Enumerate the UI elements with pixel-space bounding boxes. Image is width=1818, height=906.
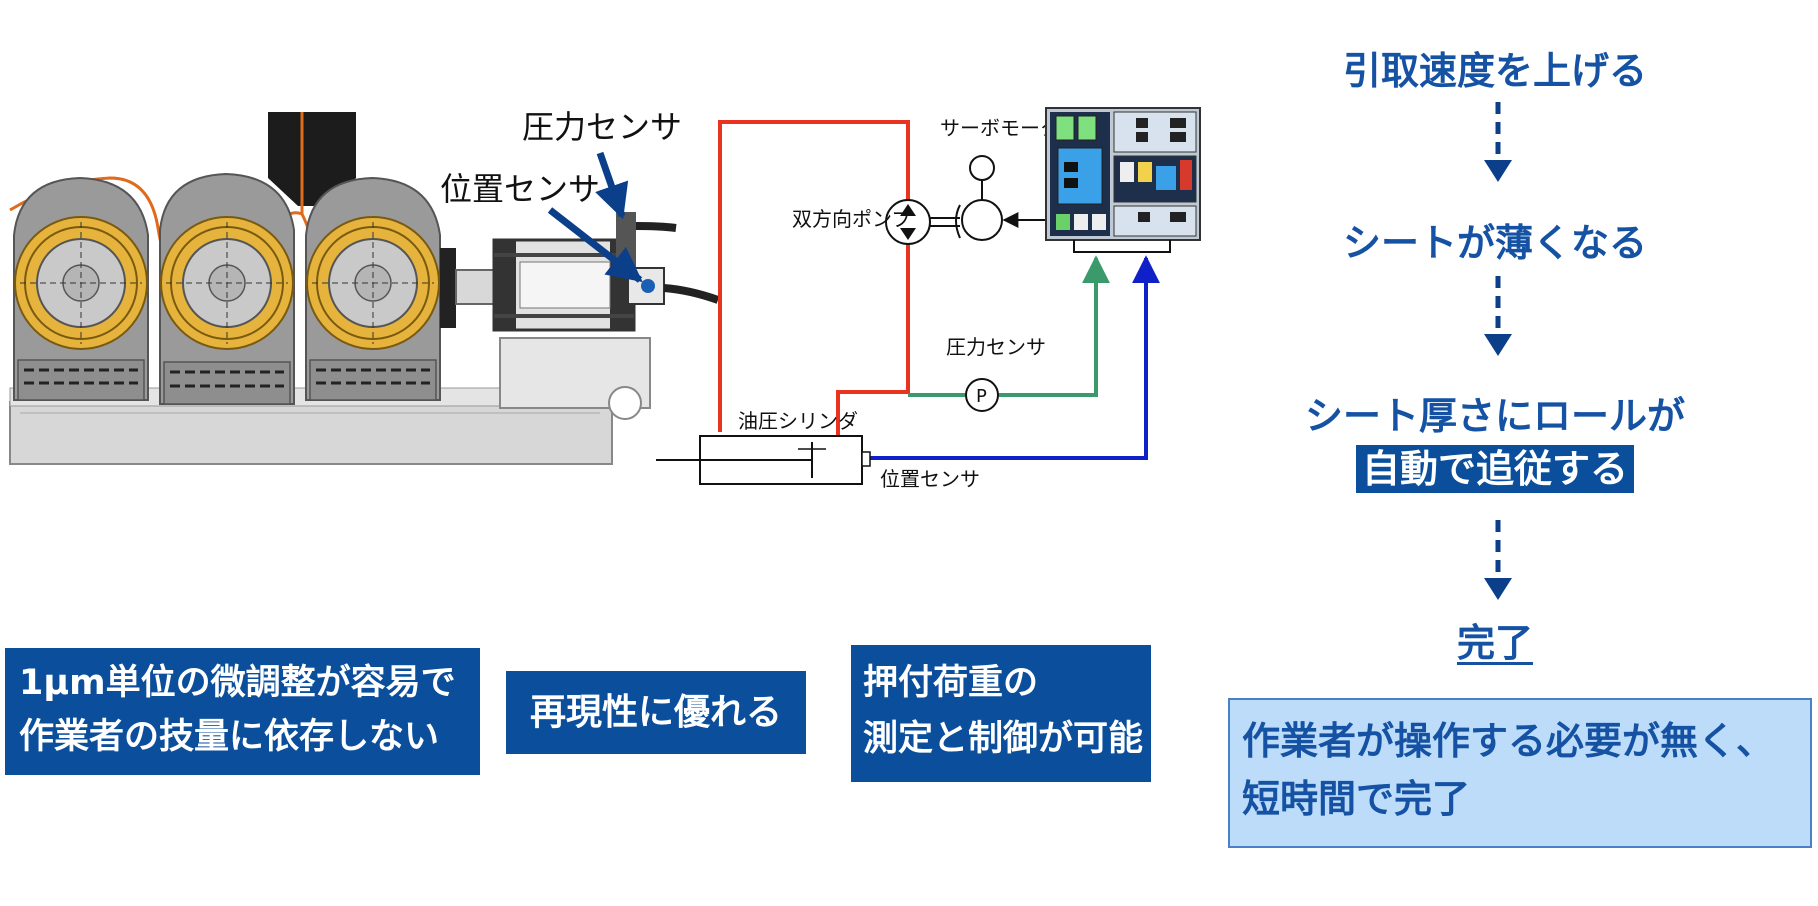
flow-arrow-2 bbox=[1484, 276, 1512, 356]
result-line-2: 短時間で完了 bbox=[1242, 777, 1471, 821]
feature-reproducibility: 再現性に優れる bbox=[506, 671, 806, 754]
pressure-signal-line bbox=[918, 255, 1110, 397]
flow-step-3-highlight: 自動で追従する bbox=[1355, 445, 1634, 493]
servo-motor bbox=[955, 155, 1003, 241]
hydraulic-cylinder-symbol bbox=[656, 435, 871, 485]
label-position-sensor-circuit: 位置センサ bbox=[880, 467, 980, 491]
feature-load-control-line-1: 押付荷重の bbox=[863, 663, 1039, 703]
label-bidirectional-pump: 双方向ポンプ bbox=[792, 207, 911, 231]
label-position-sensor-roll: 位置センサ bbox=[440, 170, 600, 208]
position-signal-line bbox=[868, 255, 1160, 460]
feature-load-control: 押付荷重の 測定と制御が可能 bbox=[851, 645, 1151, 782]
pressure-gauge-symbol: P bbox=[976, 386, 987, 407]
flow-step-3-line-2: 自動で追従する bbox=[1240, 438, 1750, 493]
feature-load-control-line-2: 測定と制御が可能 bbox=[863, 719, 1144, 759]
oil-line-loop bbox=[718, 120, 910, 436]
roll-3 bbox=[305, 176, 456, 401]
feature-fine-adjust-line-2: 作業者の技量に依存しない bbox=[19, 717, 440, 757]
bidirectional-pump bbox=[885, 199, 931, 245]
label-hydraulic-cylinder: 油圧シリンダ bbox=[738, 409, 858, 433]
roll-2 bbox=[159, 172, 295, 405]
label-servo-motor: サーボモータ bbox=[940, 116, 1060, 140]
die bbox=[268, 112, 356, 214]
flow-step-2: シートが薄くなる bbox=[1342, 221, 1647, 265]
label-pressure-sensor-circuit: 圧力センサ bbox=[946, 335, 1046, 359]
flow-arrow-1 bbox=[1484, 102, 1512, 182]
label-pressure-sensor-roll: 圧力センサ bbox=[522, 108, 682, 146]
position-sensor-arrow bbox=[547, 207, 643, 283]
flow-done: 完了 bbox=[1456, 621, 1533, 665]
flow-step-3-line-1: シート厚さにロールが bbox=[1304, 394, 1685, 438]
control-panel bbox=[1045, 107, 1201, 253]
cylinder-assembly bbox=[455, 212, 720, 332]
pressure-gauge bbox=[965, 378, 999, 412]
feature-reproducibility-text: 再現性に優れる bbox=[529, 692, 782, 733]
pressure-sensor-arrow bbox=[595, 151, 629, 220]
roll-1 bbox=[13, 176, 149, 401]
flow-step-1: 引取速度を上げる bbox=[1342, 49, 1647, 93]
feature-fine-adjust-line-1: 1μm単位の微調整が容易で bbox=[19, 663, 456, 703]
feature-fine-adjust: 1μm単位の微調整が容易で 作業者の技量に依存しない bbox=[5, 648, 480, 775]
flow-arrow-3 bbox=[1484, 520, 1512, 600]
result-box: 作業者が操作する必要が無く、 短時間で完了 bbox=[1228, 698, 1812, 848]
result-line-1: 作業者が操作する必要が無く、 bbox=[1242, 719, 1775, 763]
